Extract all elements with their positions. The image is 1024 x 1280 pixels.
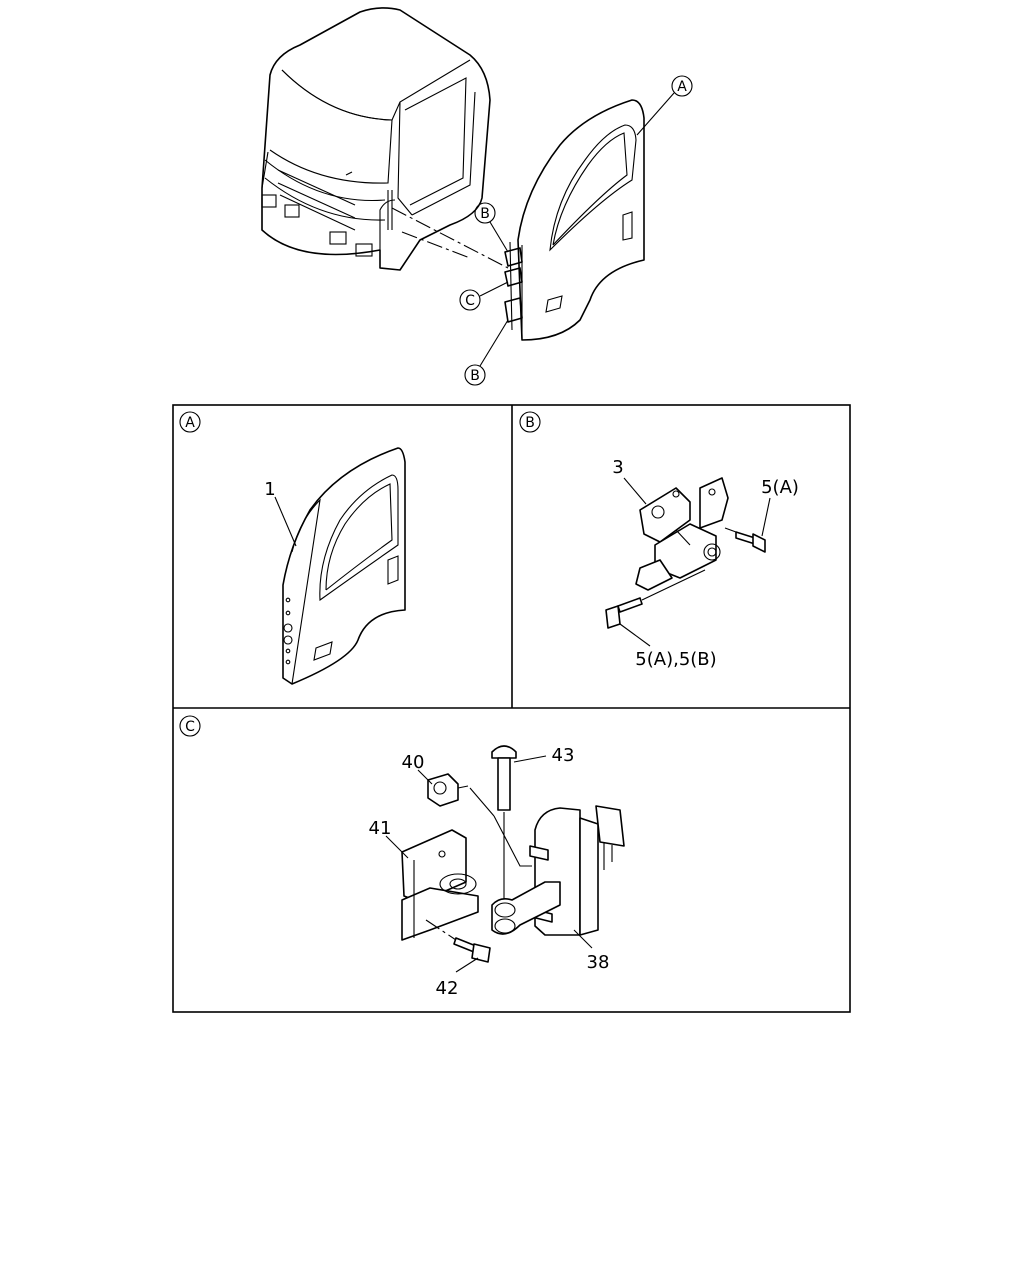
callout-a-badge: A bbox=[671, 75, 693, 97]
callout-b-bottom-badge: B bbox=[464, 364, 486, 386]
callout-a-text: A bbox=[677, 79, 687, 95]
part-40-leader bbox=[417, 769, 433, 785]
door-overview-drawing bbox=[517, 99, 645, 341]
screw-42-drawing bbox=[425, 919, 491, 963]
panel-c: C bbox=[179, 715, 625, 999]
cab-to-hinge-leader-2 bbox=[401, 231, 471, 259]
part-42-leader bbox=[455, 957, 479, 973]
panel-c-tag: C bbox=[179, 715, 201, 737]
part-5ab-label: 5(A),5(B) bbox=[635, 649, 716, 670]
bracket-41-drawing bbox=[401, 829, 479, 941]
part-5a-leader bbox=[761, 497, 771, 537]
callout-b-bottom-text: B bbox=[470, 368, 480, 384]
bolt-upper-drawing bbox=[724, 527, 766, 553]
part-41-label: 41 bbox=[369, 818, 392, 839]
panel-b: B 3 5(A) 5(A),5(B) bbox=[519, 411, 799, 670]
part-43-leader bbox=[513, 755, 547, 763]
nut-40-drawing bbox=[427, 773, 469, 807]
callout-c-badge: C bbox=[459, 289, 481, 311]
callout-a-leader bbox=[636, 92, 675, 136]
detail-frame bbox=[172, 404, 851, 1013]
part-3-label: 3 bbox=[612, 457, 623, 478]
panel-a: A 1 bbox=[179, 411, 406, 685]
panel-a-tag: A bbox=[179, 411, 201, 433]
part-1-leader bbox=[274, 496, 297, 547]
pin-43-drawing bbox=[491, 745, 517, 902]
overview-illustration: A B C B bbox=[261, 7, 693, 386]
panel-b-tag: B bbox=[519, 411, 541, 433]
callout-b-top-leader bbox=[489, 221, 509, 253]
part-1-label: 1 bbox=[264, 479, 275, 500]
panel-a-tag-text: A bbox=[185, 415, 195, 431]
part-41-leader bbox=[385, 835, 409, 859]
part-38-label: 38 bbox=[587, 952, 610, 973]
part-38-leader bbox=[573, 929, 593, 949]
callout-c-leader bbox=[479, 281, 509, 297]
part-40-label: 40 bbox=[402, 752, 425, 773]
part-43-label: 43 bbox=[552, 745, 575, 766]
part-3-leader bbox=[623, 477, 647, 505]
callout-b-top-text: B bbox=[480, 206, 490, 222]
callout-c-text: C bbox=[465, 293, 475, 309]
part-42-label: 42 bbox=[436, 978, 459, 999]
part-5ab-leader bbox=[619, 623, 651, 647]
hinge-bracket-drawing bbox=[635, 477, 729, 591]
door-panel-drawing bbox=[282, 447, 406, 685]
part-5a-label: 5(A) bbox=[761, 477, 799, 498]
truck-cab-drawing bbox=[261, 7, 491, 271]
cab-to-hinge-leader bbox=[391, 207, 509, 269]
checker-38-drawing bbox=[469, 787, 625, 936]
panel-c-tag-text: C bbox=[185, 719, 195, 735]
callout-b-top-badge: B bbox=[474, 202, 496, 224]
panel-b-tag-text: B bbox=[525, 415, 535, 431]
callout-b-bottom-leader bbox=[479, 319, 509, 367]
